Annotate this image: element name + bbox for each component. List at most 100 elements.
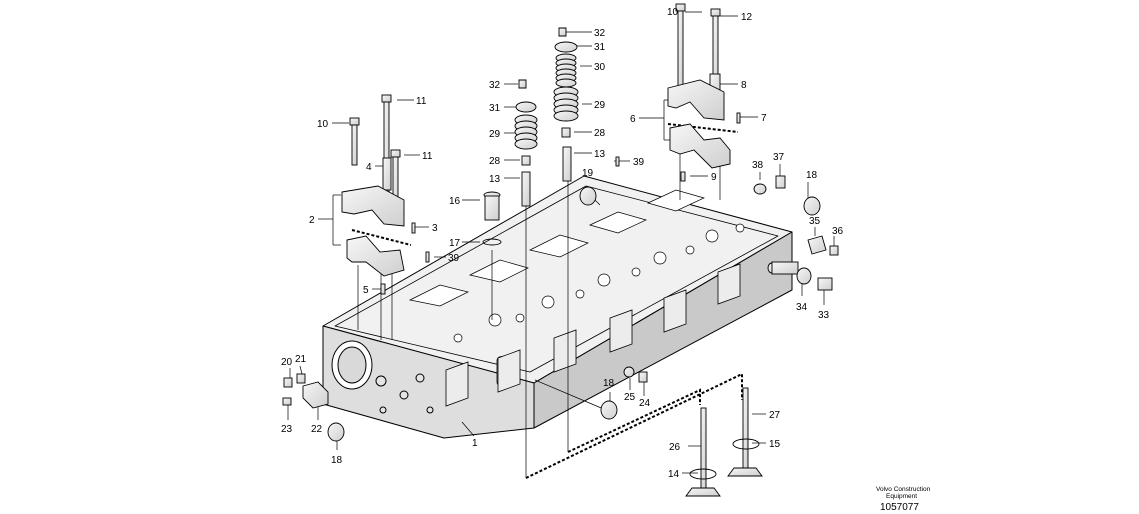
hidden-lines <box>351 123 743 479</box>
plug-18-right <box>803 196 821 216</box>
bolt-24 <box>638 371 648 383</box>
valve-26 <box>685 407 721 497</box>
label-7: 7 <box>761 113 767 124</box>
pin-7 <box>736 112 741 124</box>
label-15: 15 <box>769 439 781 450</box>
top-face-details <box>408 189 745 343</box>
label-9: 9 <box>711 172 717 183</box>
washer-25 <box>623 366 635 378</box>
label-28-right: 28 <box>594 128 606 139</box>
label-37: 37 <box>773 152 785 163</box>
brand-line-2: Equipment <box>886 493 917 500</box>
clip-35 <box>807 235 827 255</box>
guide-13-right <box>562 146 572 182</box>
spring-29-left <box>514 114 538 150</box>
drawing-footer: Volvo Construction Equipment 1057077 <box>876 486 931 513</box>
retainer-31-right <box>554 41 578 53</box>
label-12: 12 <box>741 12 753 23</box>
label-2: 2 <box>309 215 315 226</box>
valve-27 <box>727 387 763 477</box>
label-13-right: 13 <box>594 149 606 160</box>
o-ring-17 <box>482 238 502 246</box>
label-11-lower: 11 <box>422 151 433 162</box>
label-26: 26 <box>669 442 681 453</box>
label-22: 22 <box>311 424 323 435</box>
keeper-32-right <box>558 27 567 37</box>
label-13-left: 13 <box>489 174 501 185</box>
label-5: 5 <box>363 285 369 296</box>
bolt-36 <box>829 245 839 256</box>
front-bore <box>331 340 434 414</box>
adapter-34 <box>767 261 812 285</box>
spring-29-right <box>553 86 579 122</box>
label-39-right: 39 <box>633 157 645 168</box>
pin-5 <box>380 283 386 295</box>
screw-23 <box>282 397 292 406</box>
label-25: 25 <box>624 392 636 403</box>
washer-38 <box>753 183 767 195</box>
pin-3 <box>411 222 416 234</box>
label-6: 6 <box>630 114 636 125</box>
bolt-21 <box>296 373 306 384</box>
bracket-6-lower <box>669 123 731 169</box>
label-35: 35 <box>809 216 821 227</box>
label-4: 4 <box>366 162 372 173</box>
keeper-32-left <box>518 79 527 89</box>
label-23: 23 <box>281 424 293 435</box>
seal-28-right <box>561 127 571 138</box>
brand-line-1: Volvo Construction <box>876 486 931 493</box>
exhaust-ports <box>445 263 741 407</box>
label-29-right: 29 <box>594 100 606 111</box>
fitting-33 <box>817 277 833 291</box>
label-18-side: 18 <box>603 378 615 389</box>
label-29-left: 29 <box>489 129 501 140</box>
label-33: 33 <box>818 310 830 321</box>
label-31-left: 31 <box>489 103 501 114</box>
bolt-37 <box>775 175 786 189</box>
label-20: 20 <box>281 357 293 368</box>
label-11-upper: 11 <box>416 96 427 107</box>
label-27: 27 <box>769 410 781 421</box>
label-3: 3 <box>432 223 438 234</box>
sleeve-16 <box>483 191 501 221</box>
pin-39-right <box>615 156 620 167</box>
plug-19 <box>579 186 597 206</box>
label-18-right: 18 <box>806 170 818 181</box>
label-16: 16 <box>449 196 461 207</box>
label-32-right: 32 <box>594 28 606 39</box>
callout-labels: 10 12 8 6 7 32 31 30 29 28 13 39 9 32 31… <box>281 7 844 480</box>
bolt-10-left <box>349 117 360 166</box>
seal-28-left <box>521 155 531 166</box>
label-38: 38 <box>752 160 764 171</box>
label-10-right: 10 <box>667 7 679 18</box>
bracket-6-upper <box>667 79 725 121</box>
pin-39-left <box>425 251 430 263</box>
retainer-31-left <box>515 101 537 113</box>
bracket-2-upper <box>341 185 405 227</box>
plug-18-front <box>327 422 345 442</box>
label-31-right: 31 <box>594 42 606 53</box>
seat-14 <box>689 468 717 480</box>
seat-15 <box>732 438 760 450</box>
spring-30 <box>555 53 577 88</box>
label-30: 30 <box>594 62 606 73</box>
label-39-left: 39 <box>448 253 460 264</box>
bracket-22 <box>302 381 329 409</box>
plug-18-side <box>600 400 618 420</box>
bracket-2-lower <box>346 235 405 277</box>
label-36: 36 <box>832 226 844 237</box>
label-17: 17 <box>449 238 461 249</box>
label-24: 24 <box>639 398 651 409</box>
label-8: 8 <box>741 80 747 91</box>
drawing-number: 1057077 <box>880 502 919 513</box>
guide-13-left <box>521 171 531 207</box>
label-19: 19 <box>582 168 594 179</box>
label-34: 34 <box>796 302 808 313</box>
sleeve-4 <box>382 157 392 191</box>
label-21: 21 <box>295 354 307 365</box>
label-10-left: 10 <box>317 119 329 130</box>
leader-lines <box>287 11 835 478</box>
label-28-left: 28 <box>489 156 501 167</box>
label-1: 1 <box>472 438 478 449</box>
